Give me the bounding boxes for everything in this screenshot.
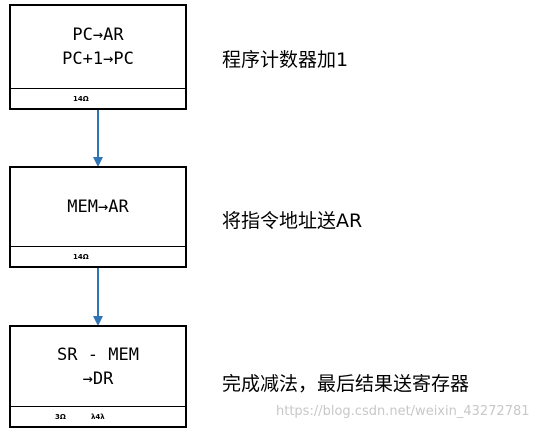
step-box-3-content: SR - MEM →DR — [11, 327, 185, 407]
step-2-description: 将指令地址送AR — [222, 210, 363, 232]
step-3-description: 完成减法，最后结果送寄存器 — [222, 373, 470, 395]
step-box-1-content: PC→AR PC+1→PC — [11, 6, 185, 89]
step-2-line-1: MEM→AR — [67, 197, 129, 217]
step-1-line-1: PC→AR — [72, 25, 124, 45]
watermark: https://blog.csdn.net/weixin_43272781 — [276, 404, 530, 419]
step-box-1-address-field: 14Ω — [11, 89, 185, 109]
step-box-2: MEM→AR 14Ω — [9, 166, 187, 268]
step-3-line-2: →DR — [82, 368, 114, 389]
step-box-2-address-field: 14Ω — [11, 247, 185, 267]
step-2-address-right: 14Ω — [73, 253, 89, 261]
step-3-address-right: λ4λ — [91, 413, 105, 421]
step-1-line-2: PC+1→PC — [62, 49, 134, 69]
step-box-1: PC→AR PC+1→PC 14Ω — [9, 4, 187, 110]
step-box-3: SR - MEM →DR 3Ω λ4λ — [9, 325, 187, 428]
step-box-2-content: MEM→AR — [11, 168, 185, 247]
step-3-line-1: SR - MEM — [57, 344, 139, 365]
step-1-address-right: 14Ω — [73, 95, 89, 103]
step-1-description: 程序计数器加1 — [222, 49, 349, 71]
step-3-address-left: 3Ω — [55, 413, 66, 421]
step-box-3-address-field: 3Ω λ4λ — [11, 407, 185, 427]
